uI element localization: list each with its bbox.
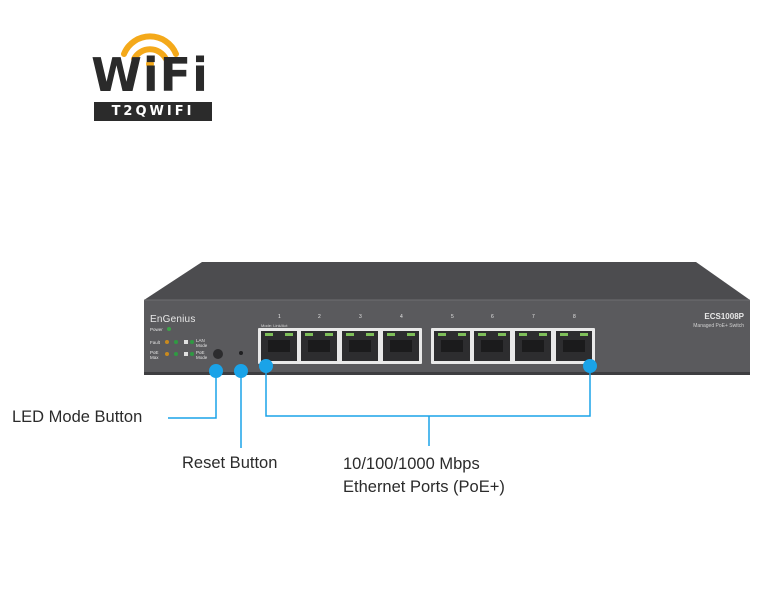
brand-label: EnGenius <box>150 314 196 325</box>
reset-pinhole <box>239 351 243 355</box>
ethernet-ports-label-line2: Ethernet Ports (PoE+) <box>343 478 505 496</box>
port-number: 5 <box>451 314 454 320</box>
port1-callout-dot <box>259 359 273 373</box>
ethernet-port-6 <box>474 331 510 361</box>
port-number: 6 <box>491 314 494 320</box>
lan-mode-led-label: LAN Mode <box>196 338 208 348</box>
led-mode-callout-dot <box>209 364 223 378</box>
port-number: 8 <box>573 314 576 320</box>
lan-mode-led <box>184 340 188 344</box>
network-switch: EnGenius ECS1008P Managed PoE+ Switch Po… <box>140 262 752 382</box>
poe-max-led-label: PoE Max <box>150 350 159 360</box>
poe-mode-led-label: PoE Mode <box>196 350 208 360</box>
model-label: ECS1008P <box>704 312 744 321</box>
mode-legend: Mode: Link/Act <box>261 323 288 328</box>
led-mode-button <box>213 349 223 359</box>
poe-mode-led <box>184 352 188 356</box>
t2qwifi-logo: WiFi T2QWIFI <box>84 28 216 121</box>
logo-wordmark: WiFi <box>91 48 209 102</box>
led-mode-button-label: LED Mode Button <box>12 408 143 426</box>
ethernet-port-1 <box>261 331 297 361</box>
ethernet-port-4 <box>383 331 419 361</box>
poe-max-led <box>165 352 169 356</box>
ethernet-port-5 <box>434 331 470 361</box>
logo-band-text: T2QWIFI <box>94 102 212 121</box>
port-number: 7 <box>532 314 535 320</box>
port-number: 3 <box>359 314 362 320</box>
port8-callout-dot <box>583 359 597 373</box>
port-number: 2 <box>318 314 321 320</box>
power-led <box>167 327 171 331</box>
port-number: 4 <box>400 314 403 320</box>
ethernet-port-2 <box>301 331 337 361</box>
ethernet-port-7 <box>515 331 551 361</box>
ports-bracket <box>265 366 591 417</box>
fault-led-label: Fault <box>150 340 161 345</box>
wifi-signal-icon <box>121 33 179 68</box>
reset-callout-dot <box>234 364 248 378</box>
ethernet-ports-label-line1: 10/100/1000 Mbps <box>343 455 480 473</box>
led-mode-leader <box>168 372 217 419</box>
reset-button-label: Reset Button <box>182 454 278 472</box>
ethernet-ports <box>261 331 592 361</box>
power-led-label: Power <box>150 327 163 332</box>
switch-body <box>144 262 750 375</box>
ethernet-port-3 <box>342 331 378 361</box>
model-subtitle: Managed PoE+ Switch <box>693 323 744 329</box>
fault-led <box>165 340 169 344</box>
port-number: 1 <box>278 314 281 320</box>
ethernet-port-8 <box>556 331 592 361</box>
